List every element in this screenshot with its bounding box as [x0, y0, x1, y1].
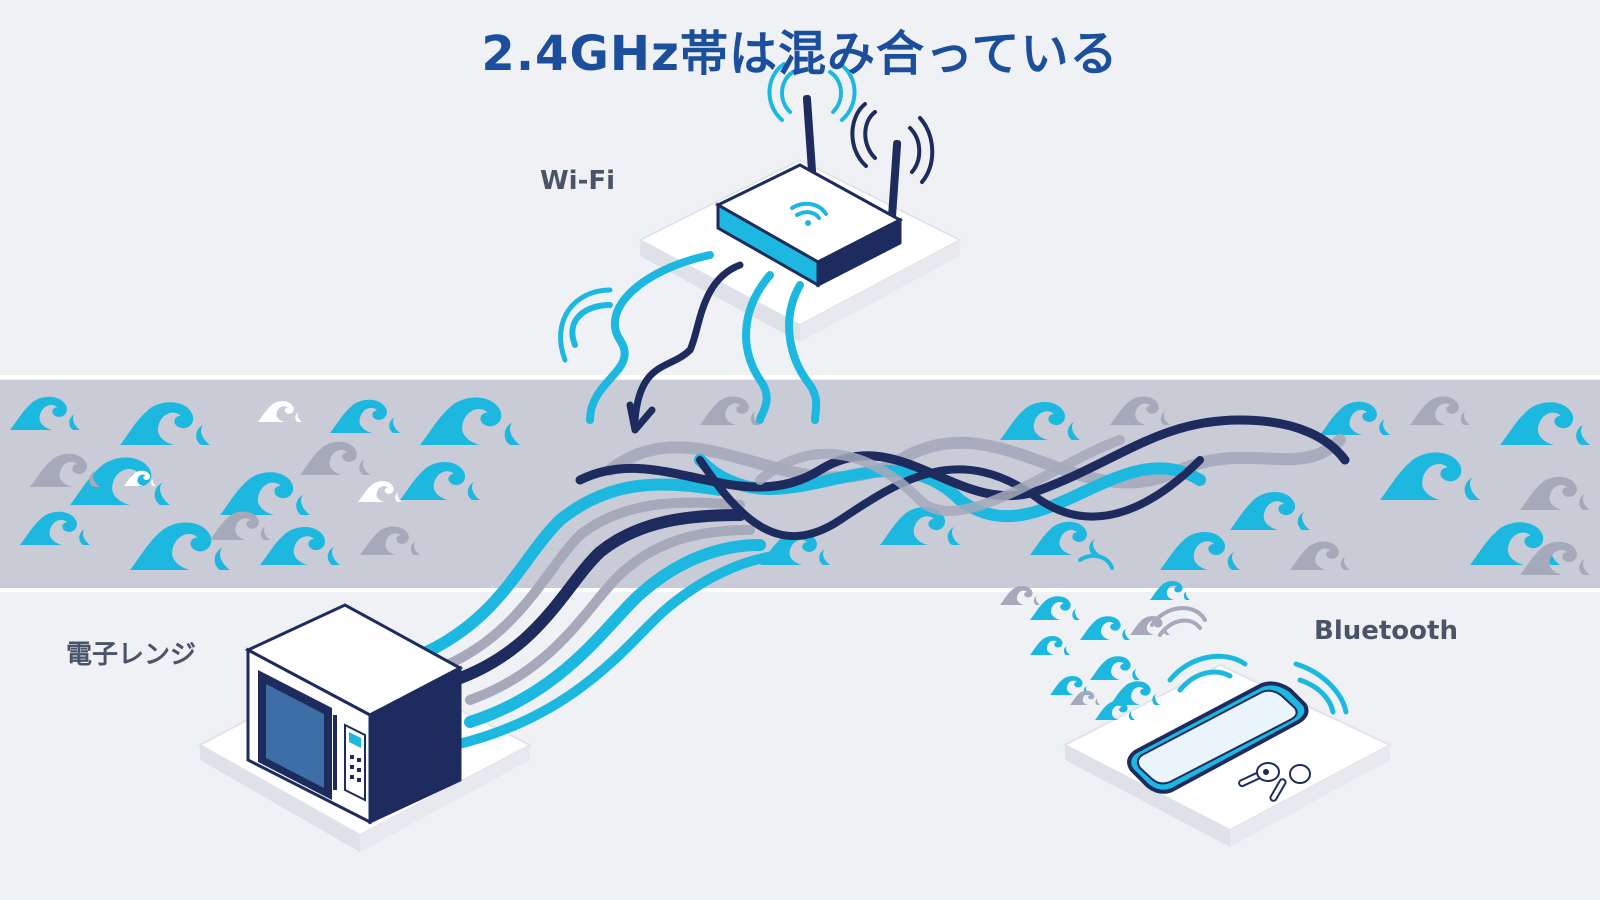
bluetooth-waves: [1000, 553, 1207, 720]
wifi-label: Wi-Fi: [540, 166, 616, 196]
microwave-icon: [244, 603, 464, 825]
router-emission: [558, 251, 821, 434]
microwave-label: 電子レンジ: [66, 640, 197, 670]
microwave-emission: [414, 478, 785, 750]
earbuds-icon: [1238, 762, 1311, 802]
page-title: 2.4GHz帯は混み合っている: [481, 26, 1119, 82]
router-icon: [714, 62, 935, 288]
wifi-icon: [790, 201, 828, 226]
bluetooth-label: Bluetooth: [1314, 616, 1458, 646]
tangled-signals: [575, 415, 1350, 541]
smartphone-icon: [1127, 653, 1349, 794]
